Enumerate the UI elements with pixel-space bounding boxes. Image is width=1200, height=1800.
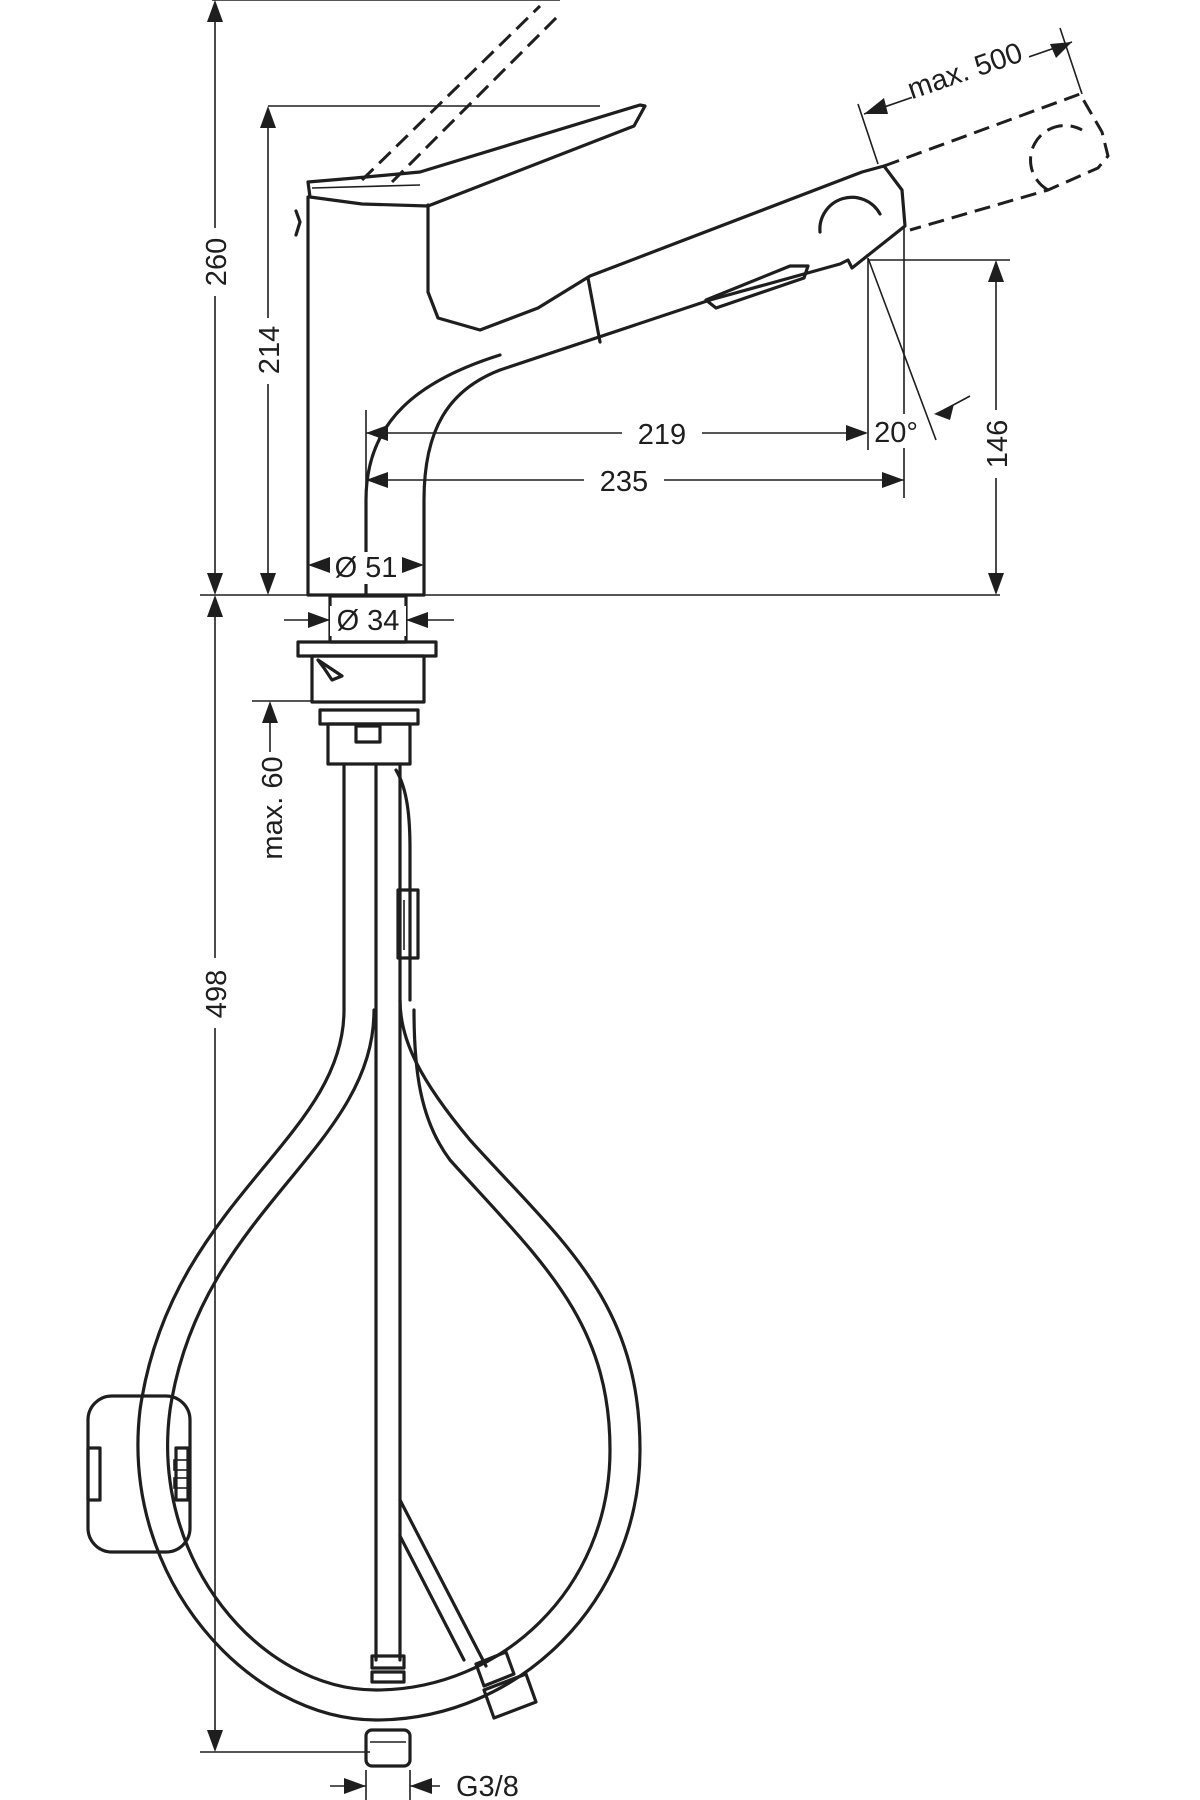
label-498: 498 <box>201 970 233 1018</box>
dimension-lines <box>200 0 1083 1800</box>
label-214: 214 <box>254 326 286 374</box>
faucet-column <box>306 164 907 597</box>
cable-connector <box>396 888 420 960</box>
label-diameter-51: Ø 51 <box>335 552 398 584</box>
dimension-labels: 260 214 146 219 235 20° max. 500 Ø 51 Ø … <box>198 30 1034 1800</box>
label-260: 260 <box>201 238 233 286</box>
hose-weight <box>86 1394 192 1554</box>
label-146: 146 <box>982 420 1014 468</box>
label-angle: 20° <box>874 417 918 449</box>
faucet-body <box>294 4 1110 597</box>
supply-hose-left <box>374 762 402 1662</box>
label-diameter-34: Ø 34 <box>337 605 400 637</box>
supply-hose-right <box>398 1498 488 1668</box>
pullout-hose-loop <box>136 762 642 1722</box>
label-max-500: max. 500 <box>903 37 1026 106</box>
handle-lever <box>306 103 647 208</box>
connection-nut-right <box>474 1650 538 1720</box>
label-235: 235 <box>600 466 648 498</box>
hoses <box>86 762 642 1768</box>
label-219: 219 <box>638 419 686 451</box>
spray-head-pulled-dashed <box>883 92 1110 232</box>
label-g3-8: G3/8 <box>456 1771 519 1800</box>
handle-swing-dashed <box>360 4 562 184</box>
connection-nut-left <box>364 1654 412 1768</box>
label-max-60: max. 60 <box>257 756 289 859</box>
